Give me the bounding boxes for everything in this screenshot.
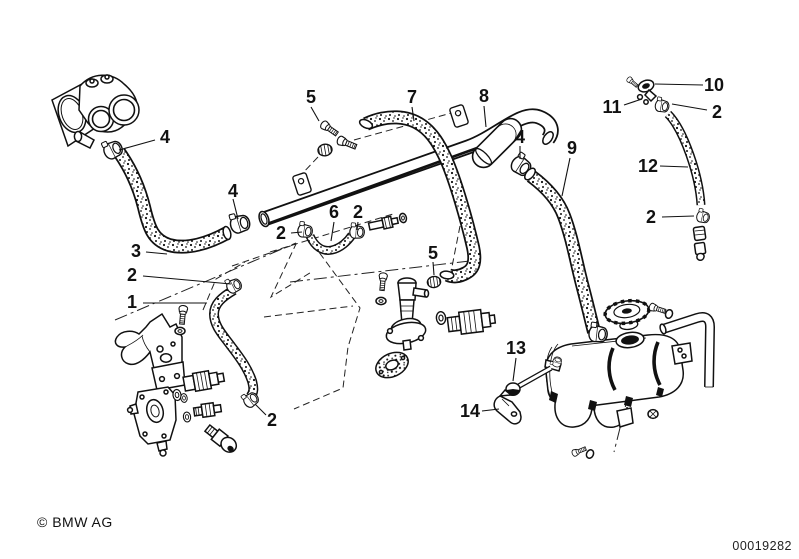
hose-8 [471, 117, 523, 169]
callout-leaders [118, 83, 708, 416]
callout-2d: 2 [276, 223, 286, 243]
hose-7 [358, 110, 482, 284]
tank-cap [603, 298, 651, 331]
callout-2b: 2 [646, 207, 656, 227]
nut-5b [425, 274, 443, 290]
hose-6-group [305, 212, 408, 255]
callout-3: 3 [131, 241, 141, 261]
reference-dashed-lines [114, 111, 627, 453]
callout-2a: 2 [712, 102, 722, 122]
callout-2e: 2 [127, 265, 137, 285]
callout-1: 1 [127, 292, 137, 312]
sensor-fitting [435, 308, 497, 335]
callout-12: 12 [638, 156, 658, 176]
pipe-bracket-right [448, 103, 470, 129]
hose-9 [523, 167, 601, 334]
hose-1 [208, 285, 259, 401]
callout-6: 6 [329, 202, 339, 222]
thermostat-housing [51, 74, 140, 150]
callout-4b: 4 [228, 181, 238, 201]
callout-7: 7 [407, 87, 417, 107]
callout-4c: 4 [515, 127, 525, 147]
callout-2c: 2 [353, 202, 363, 222]
callout-2f: 2 [267, 410, 277, 430]
valve-gasket [375, 351, 409, 379]
callout-4a: 4 [160, 127, 170, 147]
overflow-pipe [659, 312, 716, 388]
callout-14: 14 [460, 401, 480, 421]
bracket-assembly [114, 304, 238, 457]
bracket-14 [493, 388, 522, 425]
tank-bottom-screws [570, 408, 659, 459]
copyright-text: © BMW AG [37, 514, 113, 530]
pipe-bracket-left [291, 171, 313, 197]
callout-10: 10 [704, 75, 724, 95]
document-number: 00019282 [732, 539, 792, 553]
fitting-10-group [625, 75, 658, 105]
callout-11: 11 [602, 97, 621, 117]
vent-hose-12 [664, 110, 706, 206]
callout-5b: 5 [428, 243, 438, 263]
callout-5a: 5 [306, 87, 316, 107]
callout-labels: 4 4 3 5 7 8 4 9 10 11 2 12 2 6 2 2 2 1 2… [127, 75, 724, 430]
hose-3 [113, 147, 232, 254]
hose-clamp-2a [653, 96, 671, 114]
hose-clamp-4b [227, 209, 253, 236]
hose-clamp-2b [694, 207, 712, 225]
callout-9: 9 [567, 138, 577, 158]
screws-5-top [316, 119, 359, 158]
callout-8: 8 [479, 86, 489, 106]
heater-valve [375, 272, 430, 351]
expansion-tank [517, 331, 693, 428]
elbow-fitting-bottom-right [692, 225, 707, 261]
callout-13: 13 [506, 338, 526, 358]
cap-screw [647, 302, 674, 320]
